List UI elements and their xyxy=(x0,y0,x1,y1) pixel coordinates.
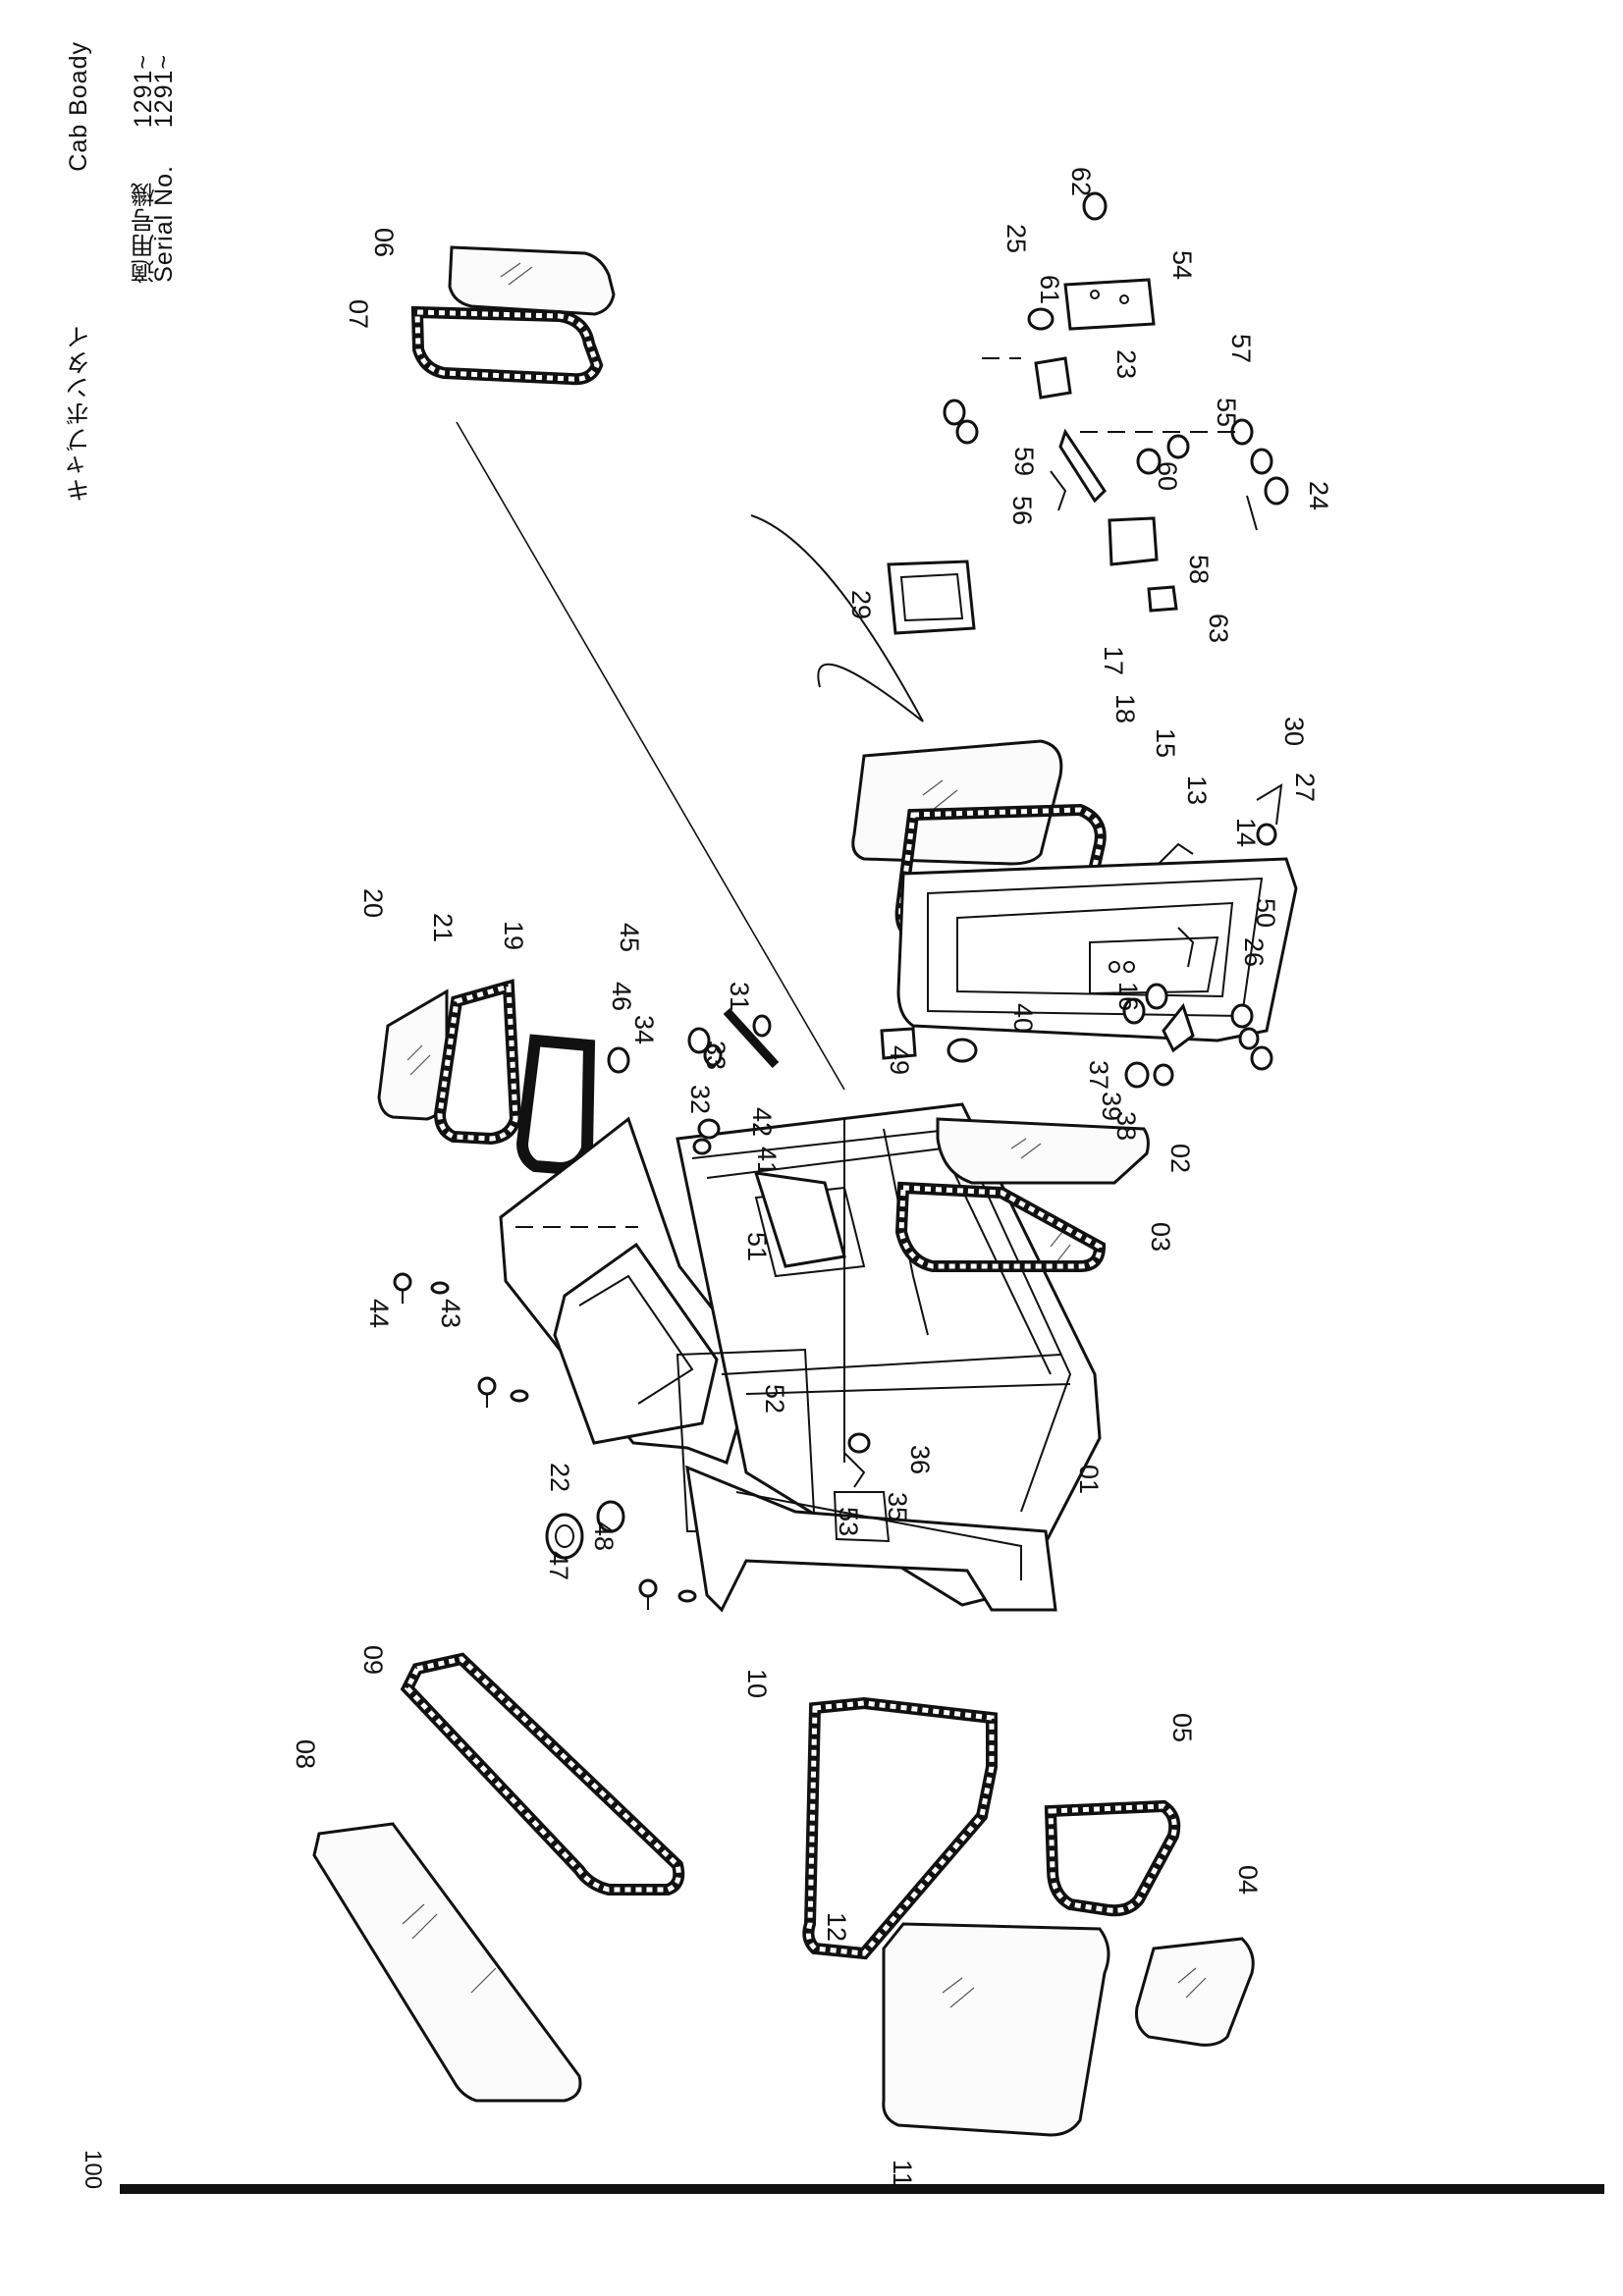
seal-12-part xyxy=(802,1696,998,1960)
part-label: 41 xyxy=(752,1147,782,1176)
part-label: 61 xyxy=(1035,275,1064,304)
part-label: 43 xyxy=(436,1299,465,1328)
part-label: 07 xyxy=(344,299,373,329)
part-label: 09 xyxy=(358,1645,388,1675)
part-label: 46 xyxy=(607,982,636,1011)
glass-11-part xyxy=(882,1922,1110,2137)
part-label: 08 xyxy=(291,1739,320,1769)
washer-43-part xyxy=(430,1281,697,1603)
part-label: 21 xyxy=(428,913,458,942)
part-label: 56 xyxy=(1007,496,1037,525)
part-label: 25 xyxy=(1001,224,1031,253)
part-label: 52 xyxy=(760,1384,789,1414)
part-label: 48 xyxy=(589,1522,619,1551)
part-label: 29 xyxy=(846,590,876,619)
cab-outline-curve-2 xyxy=(817,663,924,722)
cab-frame-01-part xyxy=(499,1102,1102,1613)
glass-06-part xyxy=(448,245,616,316)
part-label: 45 xyxy=(615,923,644,952)
part-labels: 01 02 03 04 05 06 07 08 09 10 11 12 13 1… xyxy=(291,167,1333,2187)
part-label: 42 xyxy=(747,1107,777,1137)
part-label: 05 xyxy=(1167,1713,1197,1742)
part-label: 12 xyxy=(822,1912,851,1942)
screw-44-part xyxy=(393,1272,658,1610)
seal-05-part xyxy=(1044,1799,1181,1917)
part-label: 47 xyxy=(544,1551,573,1580)
part-label: 55 xyxy=(1212,398,1241,427)
part-label: 22 xyxy=(545,1463,574,1492)
part-label: 15 xyxy=(1151,728,1180,758)
glass-17-part xyxy=(851,739,1063,866)
part-label: 38 xyxy=(1111,1111,1141,1141)
part-label: 58 xyxy=(1184,555,1214,584)
seal-03-part xyxy=(894,1181,1107,1272)
part-label: 36 xyxy=(905,1445,935,1474)
part-label: 34 xyxy=(629,1015,659,1044)
part-label: 57 xyxy=(1226,334,1256,363)
part-label: 40 xyxy=(1008,1003,1038,1033)
part-label: 23 xyxy=(1111,349,1141,379)
hinge-parts xyxy=(607,1007,978,1488)
handle-right-parts xyxy=(1122,783,1283,1089)
part-label: 37 xyxy=(1084,1060,1113,1090)
door-13-part xyxy=(896,857,1298,1042)
part-label: 27 xyxy=(1290,773,1320,802)
seal-07-part xyxy=(410,305,604,386)
part-label: 11 xyxy=(888,2160,917,2187)
part-label: 35 xyxy=(883,1492,912,1522)
part-label: 32 xyxy=(685,1085,715,1114)
bolt-47-part xyxy=(545,1513,584,1560)
nut-48-part xyxy=(596,1500,625,1533)
part-label: 16 xyxy=(1113,982,1143,1011)
seal-19-part xyxy=(515,1034,596,1175)
part-label: 06 xyxy=(369,228,399,257)
glass-04-part xyxy=(1135,1937,1255,2047)
part-label: 63 xyxy=(1204,614,1233,643)
part-label: 01 xyxy=(1074,1465,1104,1494)
part-label: 39 xyxy=(1097,1092,1126,1121)
part-label: 02 xyxy=(1165,1144,1195,1173)
part-label: 20 xyxy=(358,888,388,918)
part-label: 62 xyxy=(1066,167,1096,196)
part-label: 59 xyxy=(1009,447,1039,476)
part-label: 10 xyxy=(742,1669,772,1698)
page-number: 100 xyxy=(80,2150,106,2190)
part-label: 19 xyxy=(499,921,528,950)
part-label: 04 xyxy=(1233,1865,1263,1895)
part-label: 50 xyxy=(1251,898,1280,928)
part-label: 26 xyxy=(1239,937,1269,967)
part-label: 03 xyxy=(1146,1222,1175,1252)
bottom-rule xyxy=(120,2184,1604,2194)
part-label: 13 xyxy=(1182,775,1212,805)
part-label: 54 xyxy=(1167,250,1197,280)
part-label: 17 xyxy=(1099,646,1128,675)
seal-09-part xyxy=(400,1652,685,1896)
glass-02-part xyxy=(936,1117,1150,1185)
part-label: 30 xyxy=(1279,717,1309,746)
cab-outline-curve xyxy=(750,514,924,722)
glass-08-part xyxy=(312,1822,582,2103)
part-label: 31 xyxy=(725,982,754,1011)
seal-21-part xyxy=(433,979,522,1146)
part-label: 51 xyxy=(742,1232,772,1261)
part-label: 49 xyxy=(885,1045,914,1075)
part-label: 24 xyxy=(1304,481,1333,510)
part-label: 60 xyxy=(1153,461,1182,491)
panel-29-part xyxy=(887,560,976,635)
part-label: 33 xyxy=(701,1041,730,1070)
part-label: 14 xyxy=(1231,818,1261,847)
part-label: 53 xyxy=(834,1507,863,1536)
part-label: 44 xyxy=(364,1299,394,1328)
part-label: 18 xyxy=(1110,694,1140,723)
lock-cluster-parts xyxy=(943,191,1289,613)
